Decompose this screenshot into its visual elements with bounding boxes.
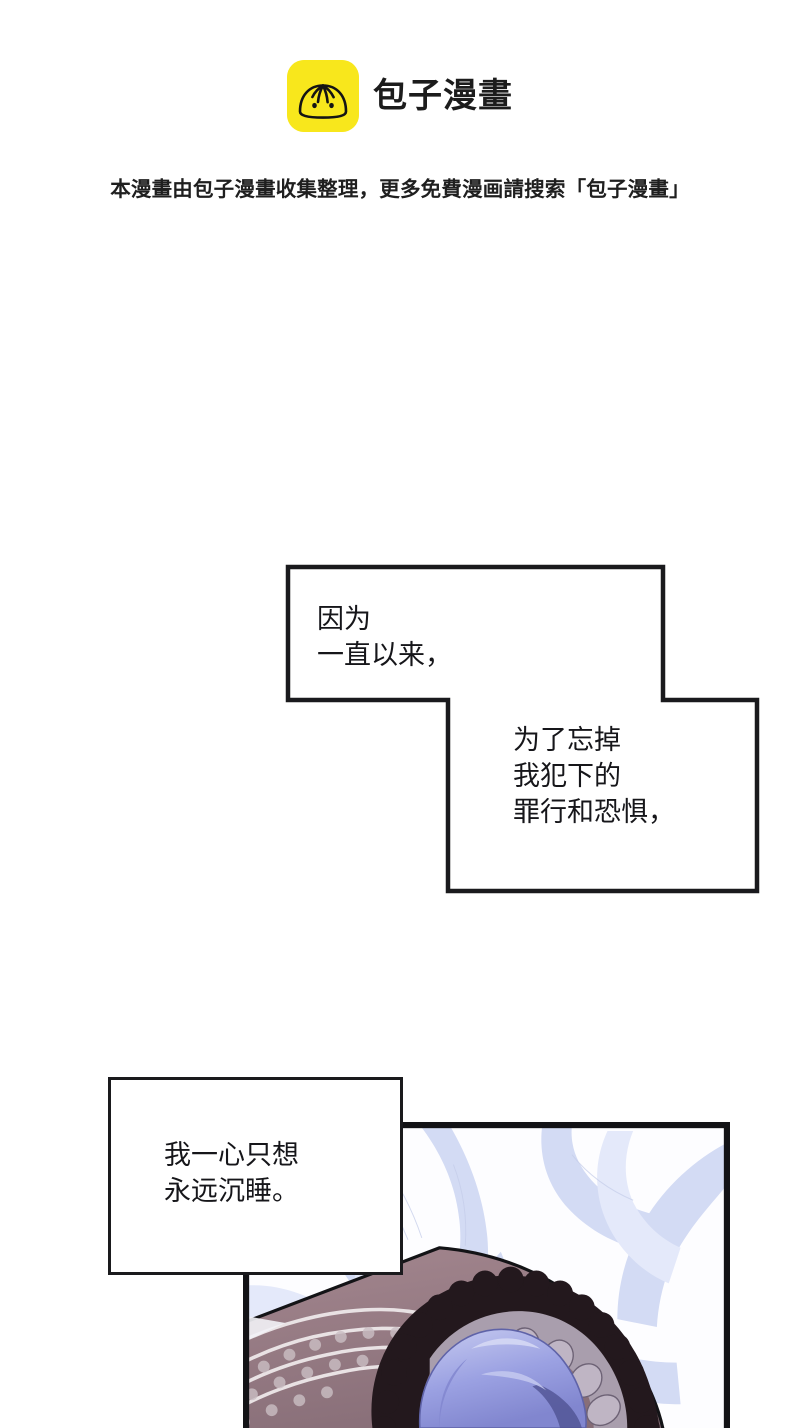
watermark-brand-label: 包子漫畫 — [373, 76, 513, 116]
baozi-bun-logo-icon — [287, 60, 359, 132]
watermark-header: 包子漫畫 — [0, 60, 800, 132]
bubble-1-text: 因为 一直以来， — [317, 604, 452, 671]
watermark-notice: 本漫畫由包子漫畫收集整理，更多免費漫画請搜索「包子漫畫」 — [110, 177, 690, 201]
rect-speech-bubble — [108, 1077, 403, 1275]
bubble-2-text: 为了忘掉 我犯下的 罪行和恐惧， — [513, 725, 675, 828]
stepped-speech-bubble — [285, 564, 760, 894]
bubble-3-text: 我一心只想 永远沉睡。 — [164, 1140, 299, 1207]
